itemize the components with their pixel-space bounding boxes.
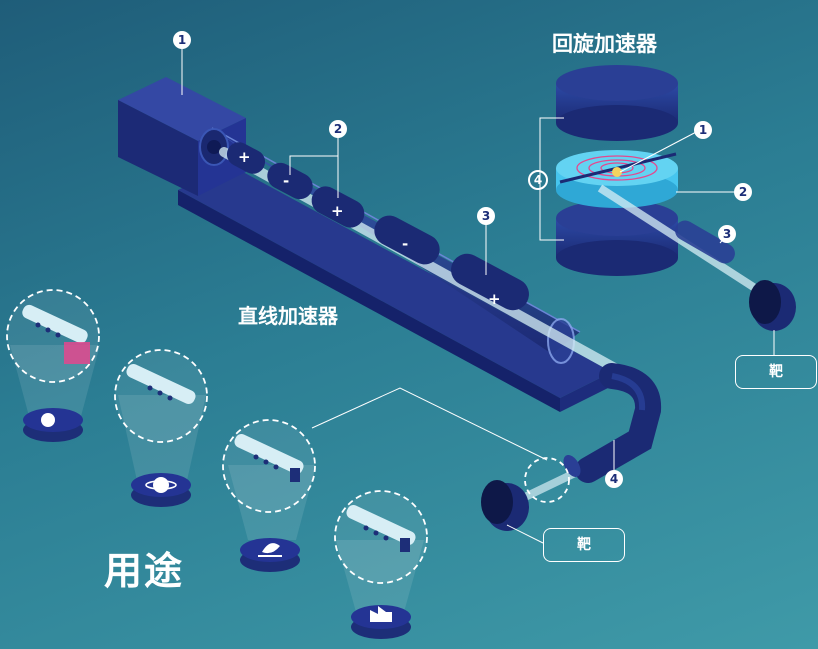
bottom-target-label: 靶: [543, 528, 625, 562]
linear-accelerator-title: 直线加速器: [238, 304, 338, 328]
use-medical: [6, 289, 100, 442]
electrode-5: [451, 253, 529, 311]
cyclotron: [556, 65, 761, 294]
uses-title: 用途: [104, 549, 185, 593]
electrode-1: [226, 142, 266, 174]
right-target-label: 靶: [735, 355, 817, 389]
electrode-2: [267, 162, 313, 200]
electrode-sign-plus-2: +: [331, 202, 344, 220]
electrode-sign-minus-1: -: [283, 172, 290, 190]
cyclotron-label-2: 2: [734, 183, 752, 201]
zoom-leader-line: [311, 387, 548, 461]
cyclotron-label-1: 1: [694, 121, 712, 139]
linac-leaders: [181, 48, 615, 544]
right-target: [749, 280, 796, 331]
linac-electrodes: [226, 142, 529, 311]
linac-label-2: 2: [329, 120, 347, 138]
factory-icon: [370, 606, 392, 622]
uses-section: [6, 289, 428, 639]
cyclotron-title: 回旋加速器: [552, 32, 657, 56]
planet-icon: [145, 477, 177, 493]
medical-heart-icon: [41, 413, 55, 427]
use-agriculture: [222, 419, 316, 572]
bottom-target: [481, 480, 529, 531]
linac-label-1: 1: [173, 31, 191, 49]
linac-label-4: 4: [605, 470, 623, 488]
electrode-sign-minus-2: -: [402, 235, 409, 253]
linac-label-3: 3: [477, 207, 495, 225]
leaf-hand-icon: [258, 543, 282, 557]
linac-base: [178, 165, 612, 412]
zoom-circle: [524, 457, 570, 503]
bend-tube: [523, 363, 662, 501]
electrode-3: [311, 186, 365, 228]
electrode-4: [374, 215, 440, 265]
cyclotron-label-3: 3: [718, 225, 736, 243]
electrode-sign-plus-1: +: [238, 148, 251, 166]
electrode-sign-plus-3: +: [488, 290, 501, 308]
use-industry: [334, 490, 428, 639]
use-space: [114, 349, 208, 507]
cyclotron-label-4: 4: [528, 170, 548, 190]
